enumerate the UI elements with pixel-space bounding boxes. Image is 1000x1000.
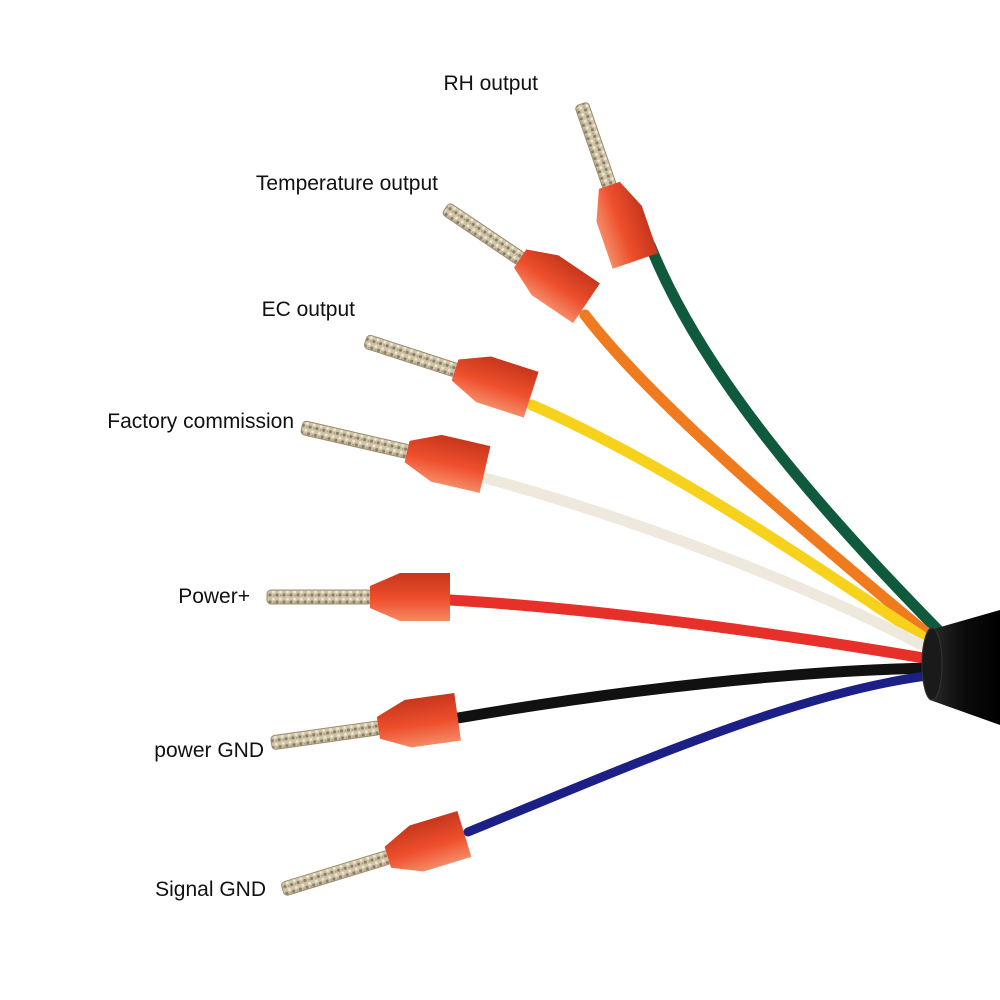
yellow-wire xyxy=(526,399,941,651)
label-factory-commission: Factory commission xyxy=(107,410,294,433)
terminal-factory xyxy=(300,420,491,493)
cable-jacket xyxy=(921,610,1000,725)
terminal-power-plus xyxy=(266,573,450,621)
signal-gnd-pin xyxy=(281,850,392,896)
terminal-power-gnd xyxy=(270,692,461,750)
terminal-temperature xyxy=(442,203,600,324)
green-wire xyxy=(644,239,946,638)
power-plus-ferrule xyxy=(370,573,450,621)
label-power-plus: Power+ xyxy=(178,585,250,608)
rh-pin xyxy=(575,102,617,189)
orange-wire xyxy=(579,309,941,646)
labels: RH output Temperature output EC output F… xyxy=(107,72,538,901)
temperature-pin xyxy=(442,203,525,265)
label-rh-output: RH output xyxy=(443,72,538,95)
factory-ferrule xyxy=(404,434,491,493)
white-wire xyxy=(479,472,941,658)
power-plus-pin xyxy=(266,589,373,605)
wires xyxy=(444,239,946,837)
label-ec-output: EC output xyxy=(262,298,356,321)
terminal-signal-gnd xyxy=(281,810,472,896)
terminal-rh xyxy=(575,102,659,269)
label-signal-gnd: Signal GND xyxy=(155,878,266,901)
signal-gnd-ferrule xyxy=(384,810,472,872)
terminal-ec xyxy=(364,334,539,418)
factory-pin xyxy=(300,420,411,459)
red-wire xyxy=(444,594,941,666)
label-power-gnd: power GND xyxy=(154,739,264,762)
temperature-ferrule xyxy=(514,249,600,324)
blue-wire xyxy=(463,670,940,837)
ec-ferrule xyxy=(451,356,539,418)
power-gnd-pin xyxy=(270,720,382,750)
label-temperature-output: Temperature output xyxy=(256,172,438,195)
black-wire xyxy=(452,662,941,724)
power-gnd-ferrule xyxy=(376,692,461,748)
rh-ferrule xyxy=(596,181,659,269)
ec-pin xyxy=(364,334,459,377)
